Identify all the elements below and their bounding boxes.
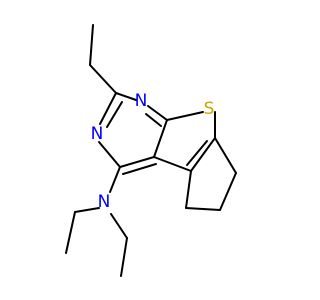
atom-label-n3: N xyxy=(135,91,148,111)
bond-lines xyxy=(65,24,237,277)
bond-namine-ethyl2 xyxy=(110,213,128,239)
bond-c7a-n3-double xyxy=(145,113,162,127)
bond-c8-ch2a xyxy=(214,137,237,174)
bond-c7a-n3 xyxy=(147,105,168,121)
atom-n3: N xyxy=(135,91,148,111)
molecule-structure-canvas: N N S N xyxy=(65,24,237,277)
bond-ch2c-c5 xyxy=(185,170,192,209)
bond-ethyl-ch2-c2 xyxy=(89,64,117,94)
bond-c2-n1 xyxy=(99,92,117,125)
bond-ch2b-ch2c xyxy=(185,207,221,211)
bond-c7a-s xyxy=(166,111,204,121)
atom-label-s: S xyxy=(204,99,215,119)
bond-c2-n3 xyxy=(115,92,137,101)
bond-ethyl1-ch3 xyxy=(65,211,76,254)
molecule-structure-drawing: N N S N xyxy=(65,24,237,277)
bond-ethyl-ch3-ch2 xyxy=(89,24,94,66)
bond-c4-c4a-double xyxy=(122,163,157,175)
bond-c4-namine xyxy=(109,166,121,193)
atom-n1: N xyxy=(91,124,104,144)
bond-c8-c5 xyxy=(190,137,216,172)
atom-labels: N N S N xyxy=(91,91,215,212)
atom-label-n1: N xyxy=(91,124,104,144)
bond-namine-ethyl1 xyxy=(74,207,100,213)
atom-s: S xyxy=(204,99,215,119)
bond-c4-c4a xyxy=(119,156,155,168)
bond-c5-c4a xyxy=(153,156,192,172)
atom-n-amine: N xyxy=(98,192,111,212)
bond-c4a-c7a xyxy=(153,119,168,158)
bond-c8-c5-double xyxy=(186,140,208,166)
bond-ch2a-ch2b xyxy=(219,172,237,211)
bond-c2-n1-double xyxy=(106,101,123,128)
bond-n1-c4 xyxy=(98,141,121,168)
bond-ethyl2-ch3 xyxy=(120,237,128,277)
atom-label-n-amine: N xyxy=(98,192,111,212)
